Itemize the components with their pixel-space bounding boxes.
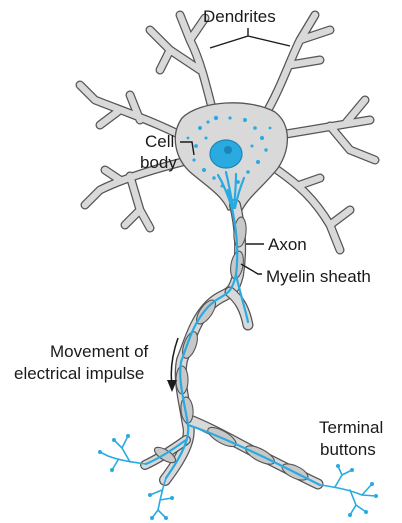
label-cell-body-line2: body xyxy=(140,153,177,172)
label-terminal-line2: buttons xyxy=(320,440,376,459)
dendrites-pointer xyxy=(210,28,290,48)
label-terminal-line1: Terminal xyxy=(319,418,383,437)
label-axon: Axon xyxy=(268,235,307,254)
label-myelin-sheath: Myelin sheath xyxy=(266,267,371,286)
terminal-branches-right xyxy=(320,464,378,517)
terminal-branches-left xyxy=(98,434,146,472)
nucleus xyxy=(210,140,242,168)
nucleolus xyxy=(224,146,232,154)
label-dendrites: Dendrites xyxy=(203,7,276,26)
label-movement-line2: electrical impulse xyxy=(14,364,144,383)
label-movement-line1: Movement of xyxy=(50,342,149,361)
label-cell-body-line1: Cell xyxy=(145,132,174,151)
